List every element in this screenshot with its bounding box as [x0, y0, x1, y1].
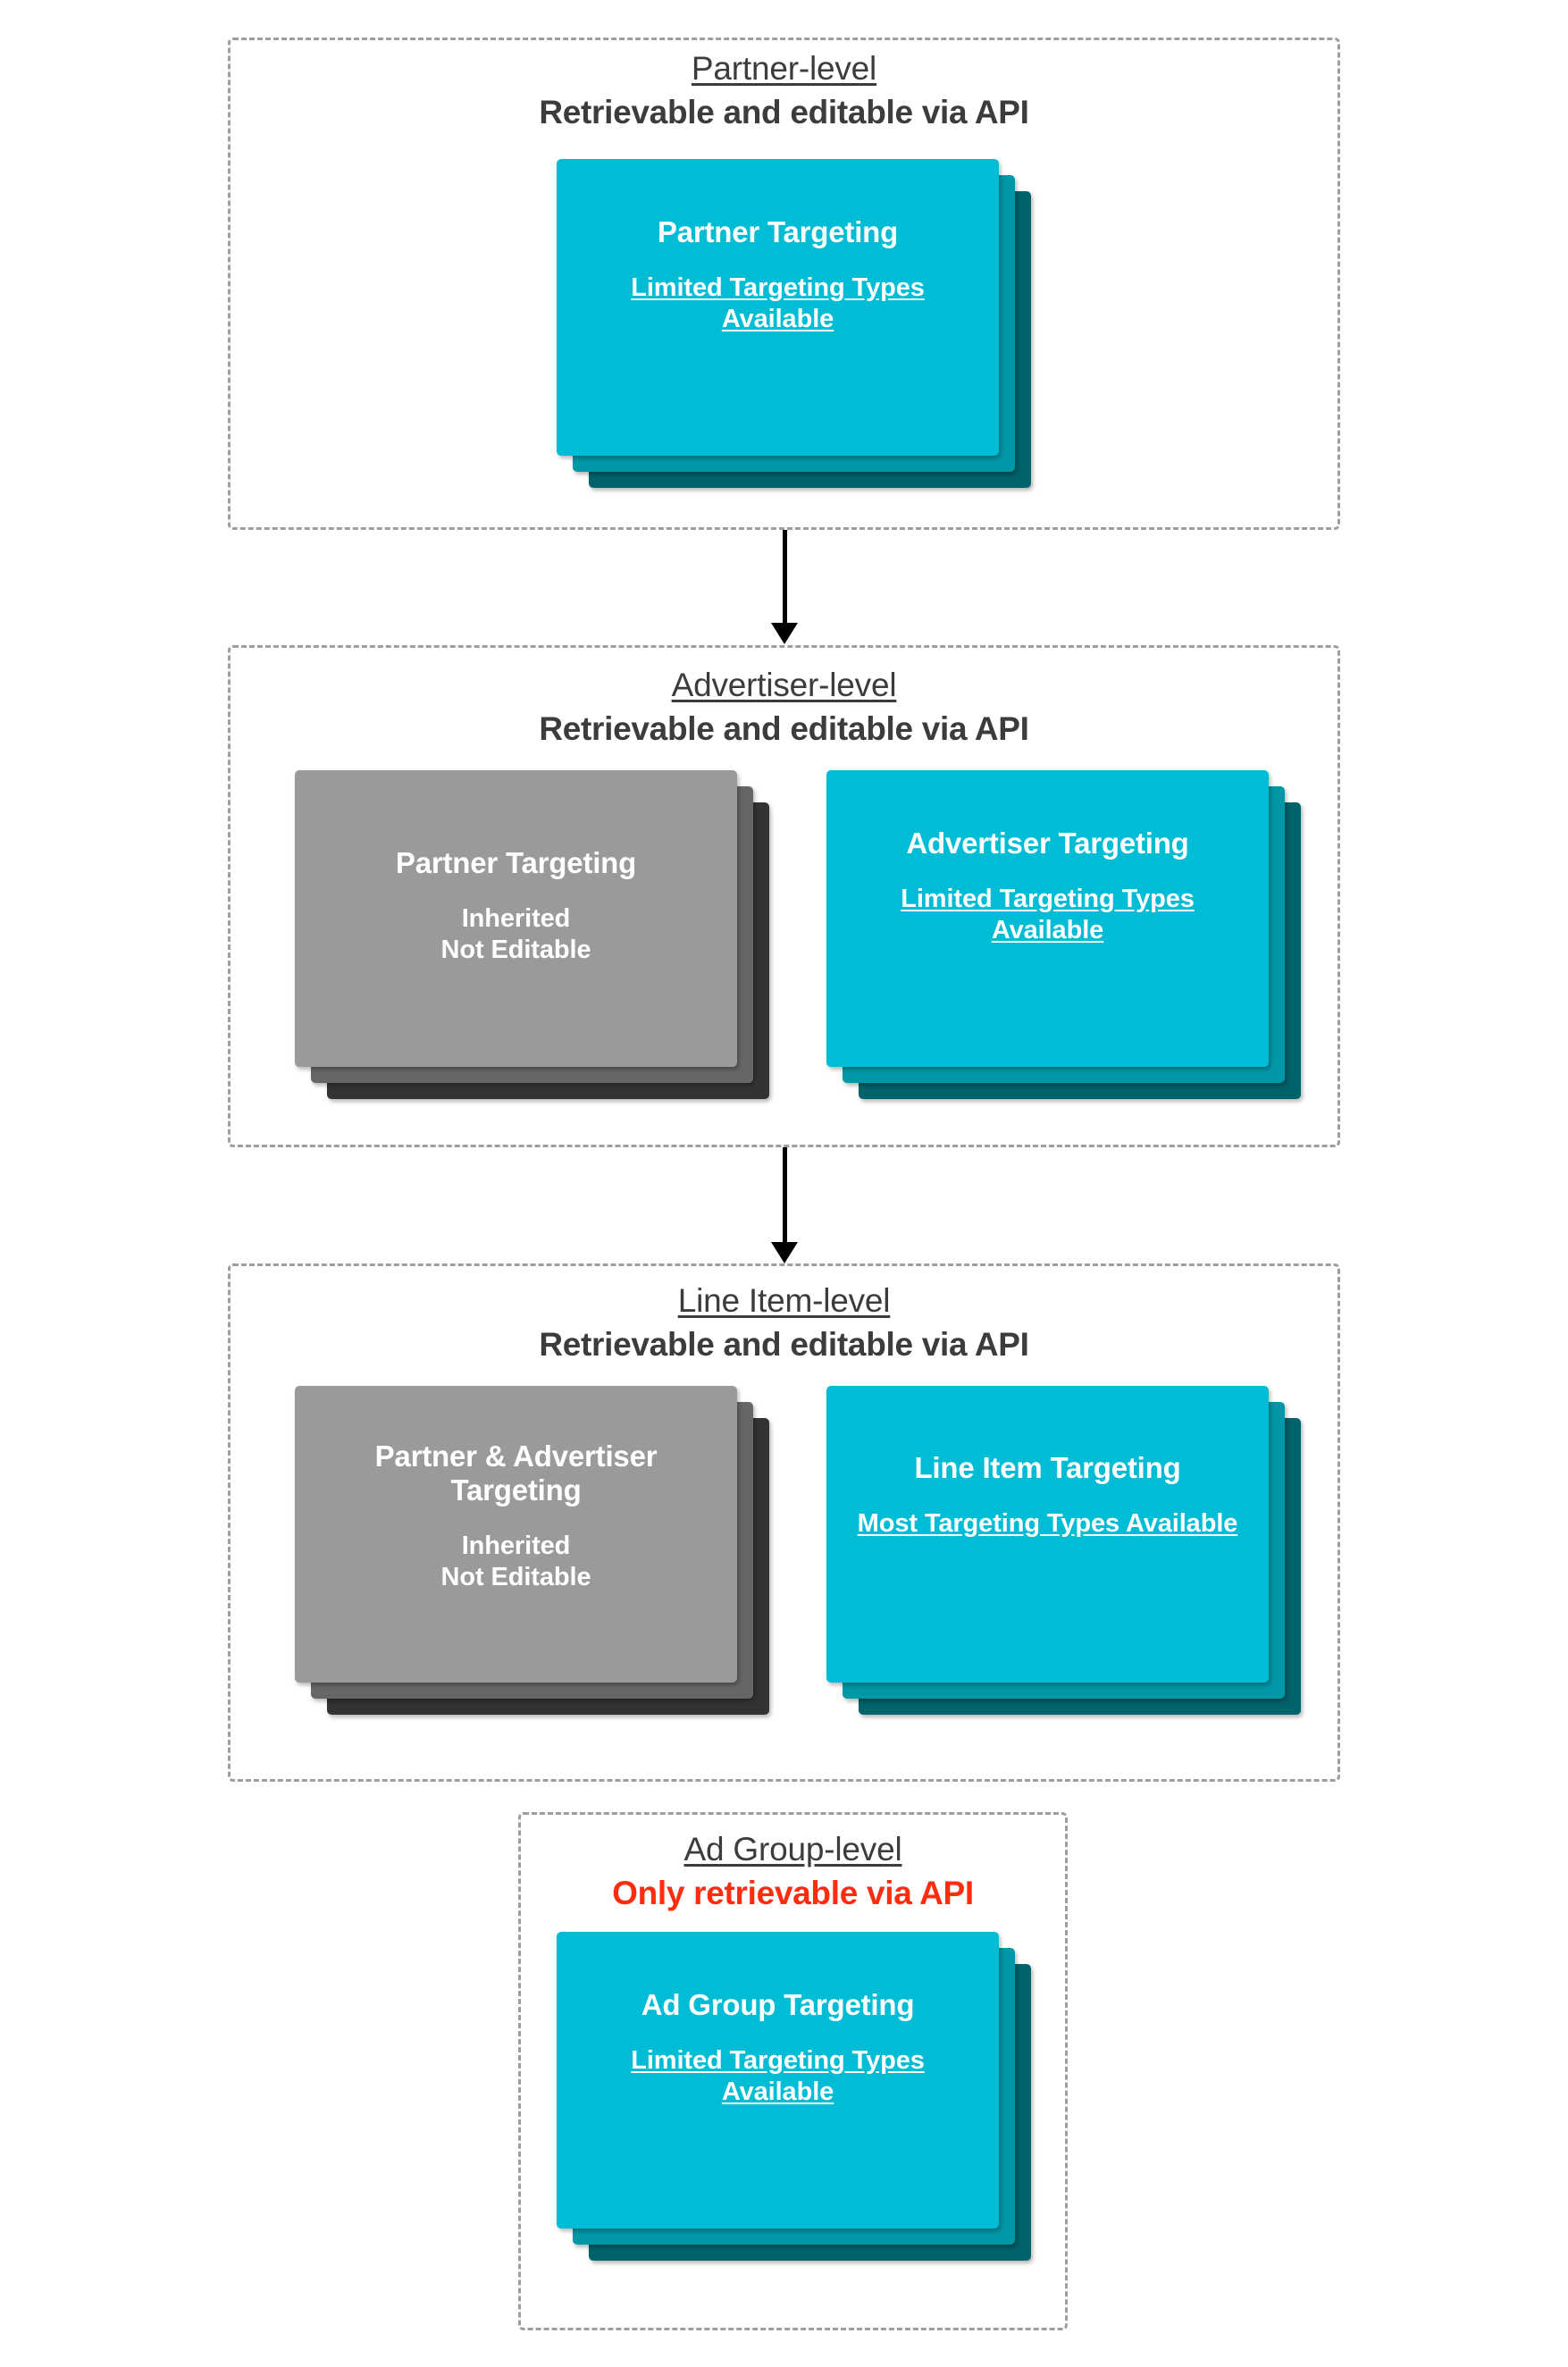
- card-note: Limited Targeting Types Available: [901, 884, 1195, 945]
- card-body-inherited-partner-advertiser-targeting: Partner & Advertiser Targeting Inherited…: [295, 1440, 737, 1594]
- card-body-line-item-targeting: Line Item Targeting Most Targeting Types…: [826, 1451, 1269, 1540]
- card-stack-inherited-partner-targeting[interactable]: Partner Targeting Inherited Not Editable: [295, 770, 769, 1121]
- card-layer-front: Line Item Targeting Most Targeting Types…: [826, 1386, 1269, 1683]
- card-stack-partner-targeting[interactable]: Partner Targeting Limited Targeting Type…: [557, 159, 1031, 488]
- card-stack-ad-group-targeting[interactable]: Ad Group Targeting Limited Targeting Typ…: [557, 1932, 1031, 2261]
- card-layer-front: Ad Group Targeting Limited Targeting Typ…: [557, 1932, 999, 2229]
- level-container-partner: [228, 38, 1340, 530]
- connector-arrowhead: [771, 1242, 798, 1263]
- level-container-advertiser: [228, 645, 1340, 1147]
- card-title: Ad Group Targeting: [641, 1988, 915, 2021]
- level-container-ad-group: [518, 1812, 1068, 2330]
- card-body-advertiser-targeting: Advertiser Targeting Limited Targeting T…: [826, 827, 1269, 947]
- card-layer-front: Advertiser Targeting Limited Targeting T…: [826, 770, 1269, 1067]
- card-note: Inherited Not Editable: [440, 1531, 591, 1592]
- card-stack-inherited-partner-advertiser-targeting[interactable]: Partner & Advertiser Targeting Inherited…: [295, 1386, 769, 1737]
- card-title: Advertiser Targeting: [906, 827, 1189, 860]
- card-stack-line-item-targeting[interactable]: Line Item Targeting Most Targeting Types…: [826, 1386, 1301, 1737]
- card-title: Partner Targeting: [657, 215, 899, 248]
- card-title: Partner Targeting: [395, 846, 637, 879]
- card-layer-front: Partner & Advertiser Targeting Inherited…: [295, 1386, 737, 1683]
- connector-shaft: [783, 530, 787, 623]
- card-note: Inherited Not Editable: [440, 903, 591, 965]
- card-layer-front: Partner Targeting Limited Targeting Type…: [557, 159, 999, 456]
- card-title: Line Item Targeting: [914, 1451, 1181, 1484]
- card-stack-advertiser-targeting[interactable]: Advertiser Targeting Limited Targeting T…: [826, 770, 1301, 1121]
- connector-arrowhead: [771, 623, 798, 644]
- card-body-ad-group-targeting: Ad Group Targeting Limited Targeting Typ…: [557, 1988, 999, 2109]
- card-title: Partner & Advertiser Targeting: [374, 1440, 658, 1507]
- card-note: Limited Targeting Types Available: [631, 2045, 925, 2107]
- connector-shaft: [783, 1147, 787, 1242]
- card-body-inherited-partner-targeting: Partner Targeting Inherited Not Editable: [295, 846, 737, 967]
- card-layer-front: Partner Targeting Inherited Not Editable: [295, 770, 737, 1067]
- card-note: Most Targeting Types Available: [857, 1508, 1238, 1538]
- card-body-partner-targeting: Partner Targeting Limited Targeting Type…: [557, 215, 999, 336]
- level-container-line-item: [228, 1263, 1340, 1782]
- card-note: Limited Targeting Types Available: [631, 273, 925, 334]
